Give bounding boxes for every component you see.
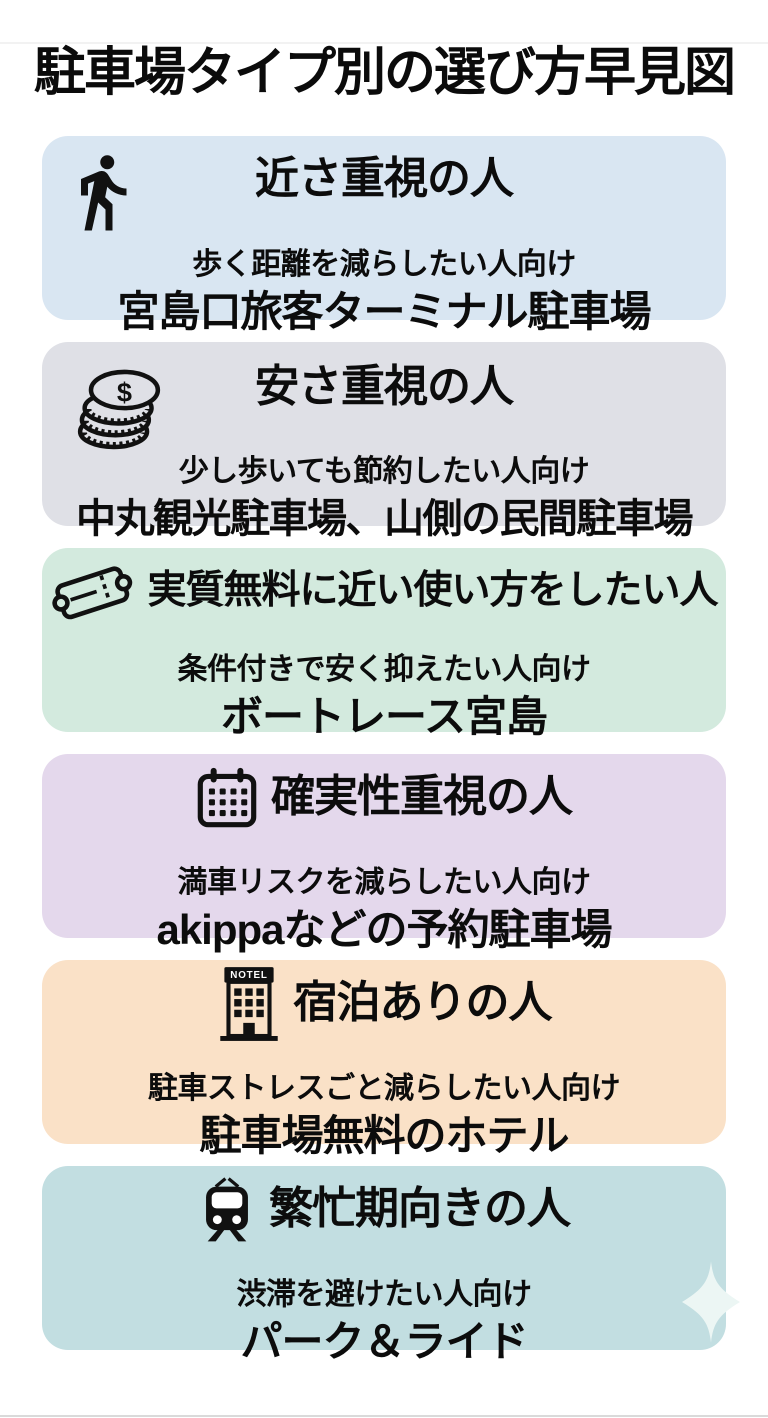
card-heading-row: 近さ重視の人 <box>81 117 514 243</box>
card-subtitle: 満車リスクを減らしたい人向け <box>177 865 592 899</box>
walking-person-icon <box>81 155 127 231</box>
card-near-free: 実質無料に近い使い方をしたい人 条件付きで安く抑えたい人向け ボートレース宮島 <box>42 548 726 740</box>
dollar-sign: $ <box>117 377 132 408</box>
card-subtitle: 渋滞を避けたい人向け <box>236 1277 533 1311</box>
card-icon-slot <box>60 150 144 234</box>
card-heading-row: $ 安さ重視の人 <box>77 324 514 450</box>
hotel-sign-label: NOTEL <box>230 970 267 981</box>
card-certainty: 確実性重視の人 満車リスクを減らしたい人向け akippaなどの予約駐車場 <box>42 754 726 953</box>
bottom-edge-line <box>0 1415 768 1417</box>
card-heading-row: 確実性重視の人 <box>196 735 573 861</box>
card-busy-season: 繁忙期向きの人 渋滞を避けたい人向け パーク＆ライド <box>42 1166 740 1365</box>
card-heading: 繁忙期向きの人 <box>269 1184 571 1234</box>
card-stay: NOTEL 宿泊ありの人 駐車ストレスごと減らしたい人向け 駐車場無料のホテル <box>42 960 726 1159</box>
card-cheapness: $ 安さ重視の人 少し歩いても節約したい人向け 中丸観光駐車場、山側の民間駐車場 <box>42 342 726 541</box>
card-icon-slot: $ <box>72 366 166 452</box>
card-heading: 安さ重視の人 <box>255 361 514 411</box>
card-icon-slot <box>196 766 258 830</box>
card-heading: 近さ重視の人 <box>255 154 514 204</box>
sparkle-icon <box>682 1261 740 1343</box>
card-heading: 実質無料に近い使い方をしたい人 <box>147 569 718 613</box>
calendar-icon <box>197 767 257 828</box>
card-heading: 宿泊ありの人 <box>293 978 553 1028</box>
card-heading: 確実性重視の人 <box>271 772 573 822</box>
card-icon-slot: NOTEL <box>217 965 281 1043</box>
card-recommendation: 駐車場無料のホテル <box>199 1112 569 1160</box>
card-subtitle: 歩く距離を減らしたい人向け <box>192 247 576 281</box>
card-subtitle: 条件付きで安く抑えたい人向け <box>177 652 592 686</box>
infographic-page: { "page": { "title": "駐車場タイプ別の選び方早見図" },… <box>0 42 768 1418</box>
card-recommendation: ボートレース宮島 <box>221 693 548 741</box>
card-heading-row: 実質無料に近い使い方をしたい人 <box>50 536 719 648</box>
coins-icon: $ <box>77 370 161 450</box>
card-recommendation: パーク＆ライド <box>240 1318 528 1366</box>
card-heading-row: NOTEL 宿泊ありの人 <box>217 941 553 1067</box>
card-subtitle: 駐車ストレスごと減らしたい人向け <box>148 1071 621 1105</box>
ticket-icon <box>52 566 133 620</box>
card-recommendation: 中丸観光駐車場、山側の民間駐車場 <box>76 496 694 541</box>
card-heading-row: 繁忙期向きの人 <box>198 1147 571 1273</box>
card-subtitle: 少し歩いても節約したい人向け <box>178 455 590 489</box>
card-proximity: 近さ重視の人 歩く距離を減らしたい人向け 宮島口旅客ターミナル駐車場 <box>42 136 726 335</box>
top-edge-line <box>0 42 768 44</box>
train-icon <box>206 1177 248 1242</box>
card-recommendation: 宮島口旅客ターミナル駐車場 <box>117 288 651 336</box>
hotel-icon: NOTEL <box>219 966 278 1041</box>
page-title: 駐車場タイプ別の選び方早見図 <box>33 44 736 102</box>
card-icon-slot <box>50 558 134 626</box>
card-icon-slot <box>198 1175 256 1245</box>
card-recommendation: akippaなどの予約駐車場 <box>156 906 612 954</box>
card-list: 近さ重視の人 歩く距離を減らしたい人向け 宮島口旅客ターミナル駐車場 $ <box>0 136 768 1365</box>
